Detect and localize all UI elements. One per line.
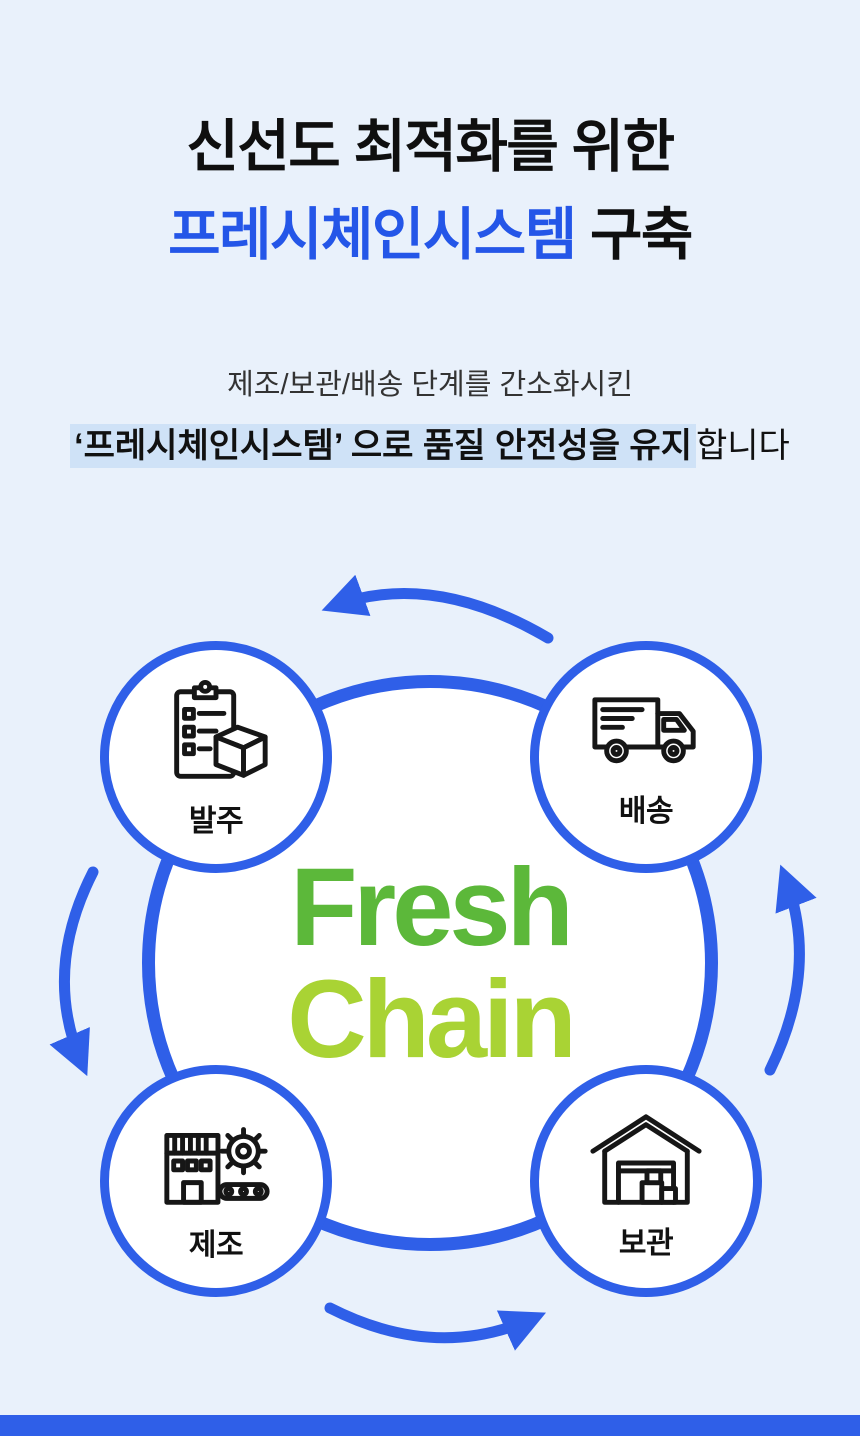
clipboard-order-icon bbox=[174, 679, 268, 779]
cycle-arrow-bottom-icon bbox=[324, 1302, 547, 1351]
brand-word-chain: Chain bbox=[287, 958, 577, 1082]
node-label-storage: 보관 bbox=[618, 1226, 674, 1260]
footer-bar bbox=[0, 1415, 860, 1436]
factory-icon bbox=[164, 1126, 270, 1205]
subtitle-line1: 제조/보관/배송 단계를 간소화시킨 bbox=[227, 369, 633, 401]
title-suffix: 구축 bbox=[575, 203, 693, 268]
page-title: 신선도 최적화를 위한 프레시체인시스템 구축 bbox=[0, 103, 860, 280]
node-label-order: 발주 bbox=[188, 805, 244, 839]
warehouse-icon bbox=[590, 1114, 702, 1206]
title-line2: 프레시체인시스템 구축 bbox=[168, 203, 693, 268]
title-keyword: 프레시체인시스템 bbox=[168, 203, 577, 268]
cycle-arrow-top-icon bbox=[321, 574, 554, 644]
title-line1: 신선도 최적화를 위한 bbox=[186, 115, 675, 179]
node-order: 발주 bbox=[100, 641, 332, 873]
delivery-truck-icon bbox=[592, 697, 696, 763]
brand-word-fresh: Fresh bbox=[290, 846, 574, 969]
node-delivery: 배송 bbox=[530, 641, 762, 873]
node-storage: 보관 bbox=[530, 1065, 762, 1297]
node-label-manufacture: 제조 bbox=[188, 1229, 244, 1263]
node-manufacture: 제조 bbox=[100, 1065, 332, 1297]
subtitle: 제조/보관/배송 단계를 간소화시킨 ‘프레시체인시스템’ 으로 품질 안전성을… bbox=[0, 360, 860, 476]
node-label-delivery: 배송 bbox=[618, 795, 674, 829]
brand-text: Fresh Chain bbox=[0, 846, 860, 1082]
subtitle-suffix: 합니다 bbox=[696, 426, 790, 465]
subtitle-highlight: ‘프레시체인시스템’ 으로 품질 안전성을 유지 bbox=[70, 423, 696, 468]
